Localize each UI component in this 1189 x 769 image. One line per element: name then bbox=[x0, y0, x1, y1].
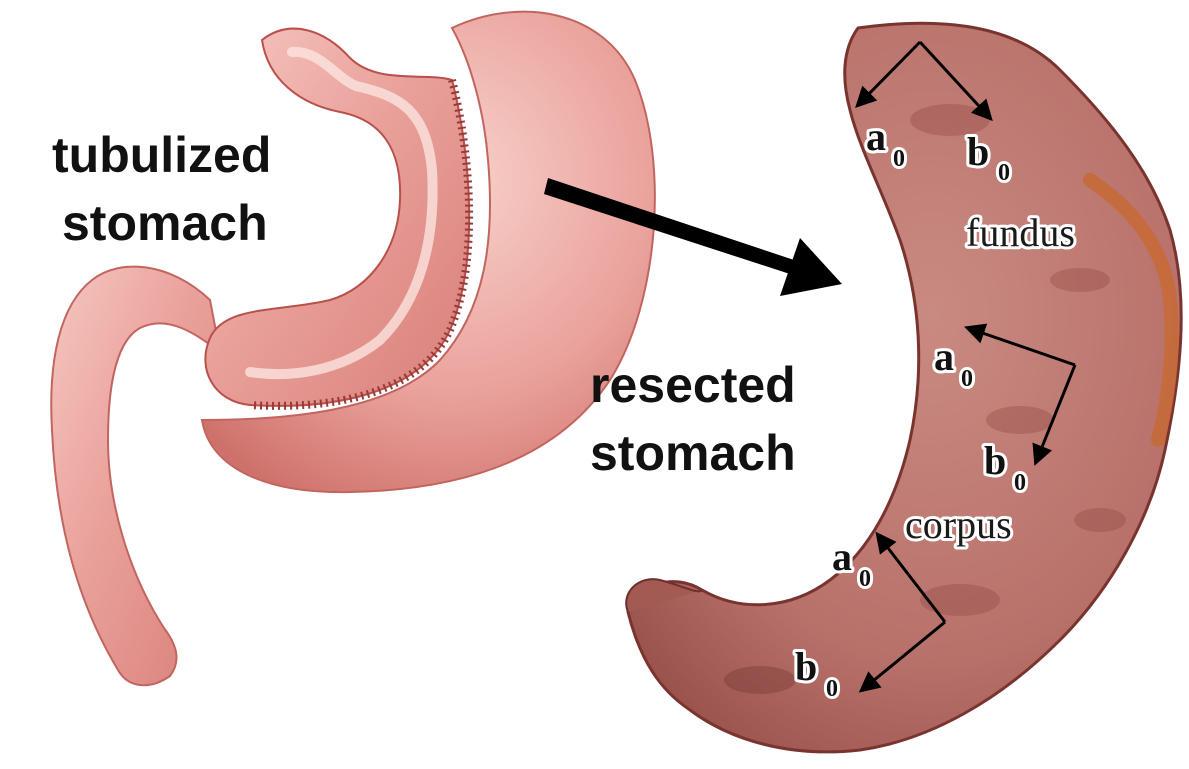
resected-label-line2: stomach bbox=[590, 425, 796, 481]
fundus-label: fundus bbox=[966, 210, 1075, 255]
svg-text:b: b bbox=[795, 644, 817, 689]
tubulized-label-line2: stomach bbox=[62, 195, 268, 251]
svg-text:a: a bbox=[934, 334, 954, 379]
svg-text:0: 0 bbox=[1014, 470, 1026, 496]
duodenum-tube bbox=[51, 267, 220, 686]
svg-text:0: 0 bbox=[893, 146, 905, 172]
resected-label-line1: resected bbox=[590, 357, 796, 413]
svg-text:0: 0 bbox=[998, 160, 1010, 186]
corpus-label: corpus bbox=[905, 502, 1012, 547]
svg-text:a: a bbox=[832, 534, 852, 579]
svg-text:0: 0 bbox=[859, 566, 871, 592]
svg-text:0: 0 bbox=[961, 366, 973, 392]
tubulized-label-line1: tubulized bbox=[52, 127, 271, 183]
svg-text:b: b bbox=[967, 129, 989, 174]
svg-text:a: a bbox=[866, 114, 886, 159]
svg-text:0: 0 bbox=[826, 676, 838, 702]
tubulized-stomach-illustration bbox=[51, 12, 655, 685]
svg-text:b: b bbox=[984, 438, 1006, 483]
